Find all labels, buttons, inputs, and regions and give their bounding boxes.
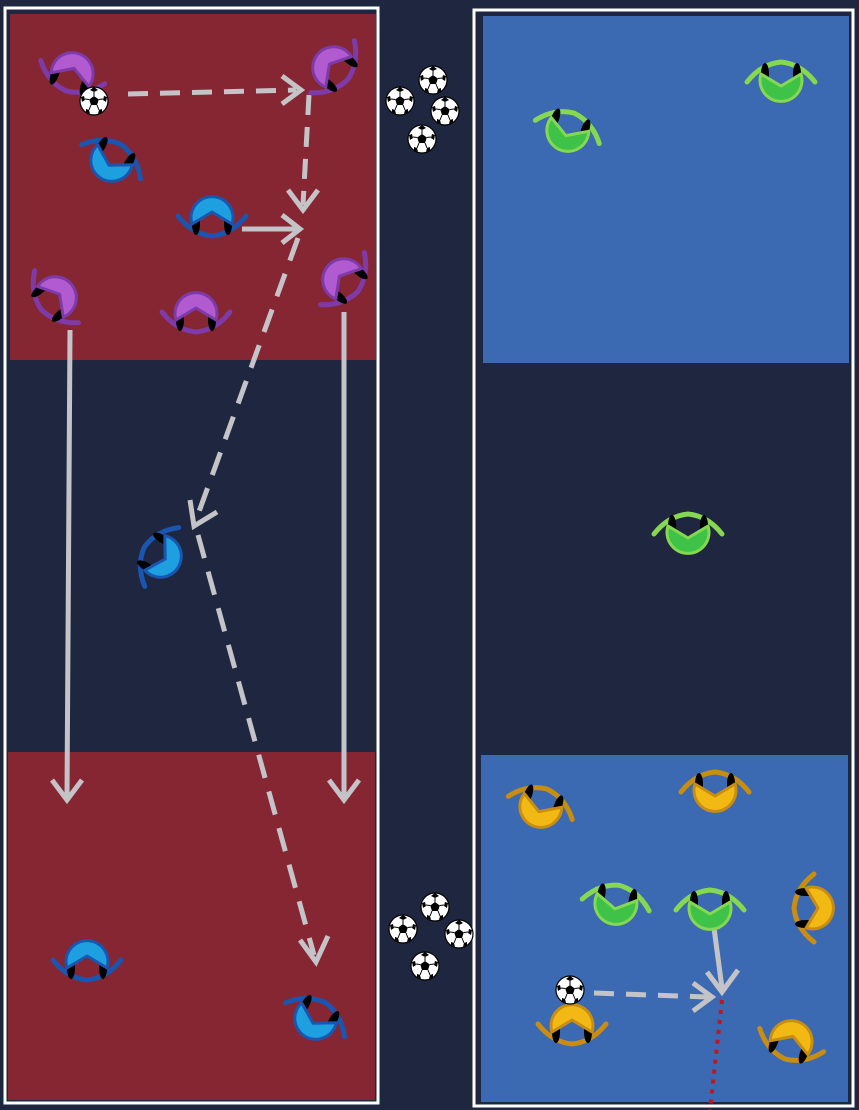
right-field xyxy=(474,10,853,1106)
ball-icon xyxy=(389,915,417,943)
left-bottom-zone xyxy=(8,752,375,1100)
ball-icon xyxy=(419,66,447,94)
ball-icon xyxy=(80,87,108,115)
left-field xyxy=(5,8,378,1103)
ball-icon xyxy=(386,87,414,115)
player-green-icon xyxy=(654,514,722,553)
ball-icon xyxy=(445,920,473,948)
ball-icon xyxy=(408,125,436,153)
run-arrow xyxy=(67,330,70,796)
ball-icon xyxy=(431,97,459,125)
ball-icon xyxy=(411,952,439,980)
player-cyan-icon xyxy=(127,518,195,597)
ball-icon xyxy=(556,976,584,1004)
ball-icon xyxy=(421,893,449,921)
